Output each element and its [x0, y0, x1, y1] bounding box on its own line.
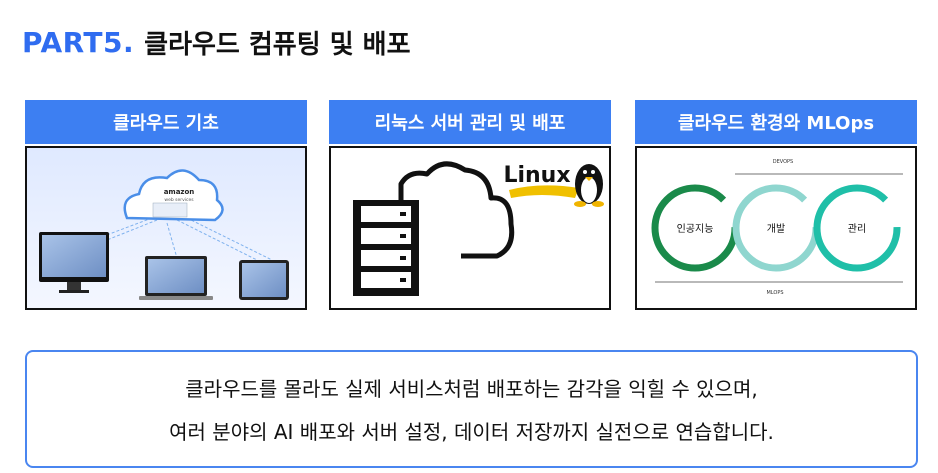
- server-diagram-image: Linux: [353, 161, 604, 296]
- aws-sub-label: web services: [164, 197, 194, 203]
- cloud-outline-icon: [398, 161, 515, 259]
- mlops-label: MLOPS: [766, 290, 783, 296]
- cloud-illustration: amazon web services: [25, 146, 307, 310]
- card-linux-server: 리눅스 서버 관리 및 배포 Linux: [329, 100, 611, 310]
- tablet-icon: [239, 260, 289, 300]
- card-caption: 클라우드 기초: [25, 100, 307, 144]
- linux-illustration: Linux: [329, 146, 611, 310]
- devops-label: DEVOPS: [773, 159, 793, 165]
- card-cloud-basics: 클라우드 기초: [25, 100, 307, 310]
- mlops-cycle-diagram: DEVOPS MLOPS 인공지능 개발 관리: [651, 159, 903, 296]
- laptop-icon: [139, 256, 213, 300]
- description-line-1: 클라우드를 몰라도 실제 서비스처럼 배포하는 감각을 익힐 수 있으며,: [185, 377, 758, 401]
- linux-logo-text: Linux: [503, 163, 570, 188]
- cycle-ai-label: 인공지능: [677, 223, 714, 235]
- amazon-label: amazon: [164, 188, 195, 196]
- page-title: 클라우드 컴퓨팅 및 배포: [144, 29, 411, 60]
- description-line-2: 여러 분야의 AI 배포와 서버 설정, 데이터 저장까지 실전으로 연습합니다…: [169, 420, 774, 444]
- description-box: 클라우드를 몰라도 실제 서비스처럼 배포하는 감각을 익힐 수 있으며, 여러…: [25, 350, 918, 468]
- cloud-icon: [123, 169, 224, 222]
- cycle-dev-label: 개발: [767, 223, 785, 235]
- page-header: PART5. 클라우드 컴퓨팅 및 배포: [22, 22, 411, 62]
- tux-penguin-icon: [574, 164, 604, 207]
- card-caption: 리눅스 서버 관리 및 배포: [329, 100, 611, 144]
- server-rack-icon: [353, 200, 419, 296]
- mlops-illustration: DEVOPS MLOPS 인공지능 개발 관리: [635, 146, 917, 310]
- cycle-manage-label: 관리: [848, 223, 866, 235]
- card-caption: 클라우드 환경와 MLOps: [635, 100, 917, 144]
- cloud-diagram-image: amazon web services: [27, 148, 305, 308]
- card-mlops: 클라우드 환경와 MLOps DEVOPS MLOPS 인공지능 개발 관리: [635, 100, 917, 310]
- desktop-monitor-icon: [39, 232, 109, 293]
- part-label: PART5.: [22, 25, 135, 59]
- ring-manage: [813, 184, 901, 272]
